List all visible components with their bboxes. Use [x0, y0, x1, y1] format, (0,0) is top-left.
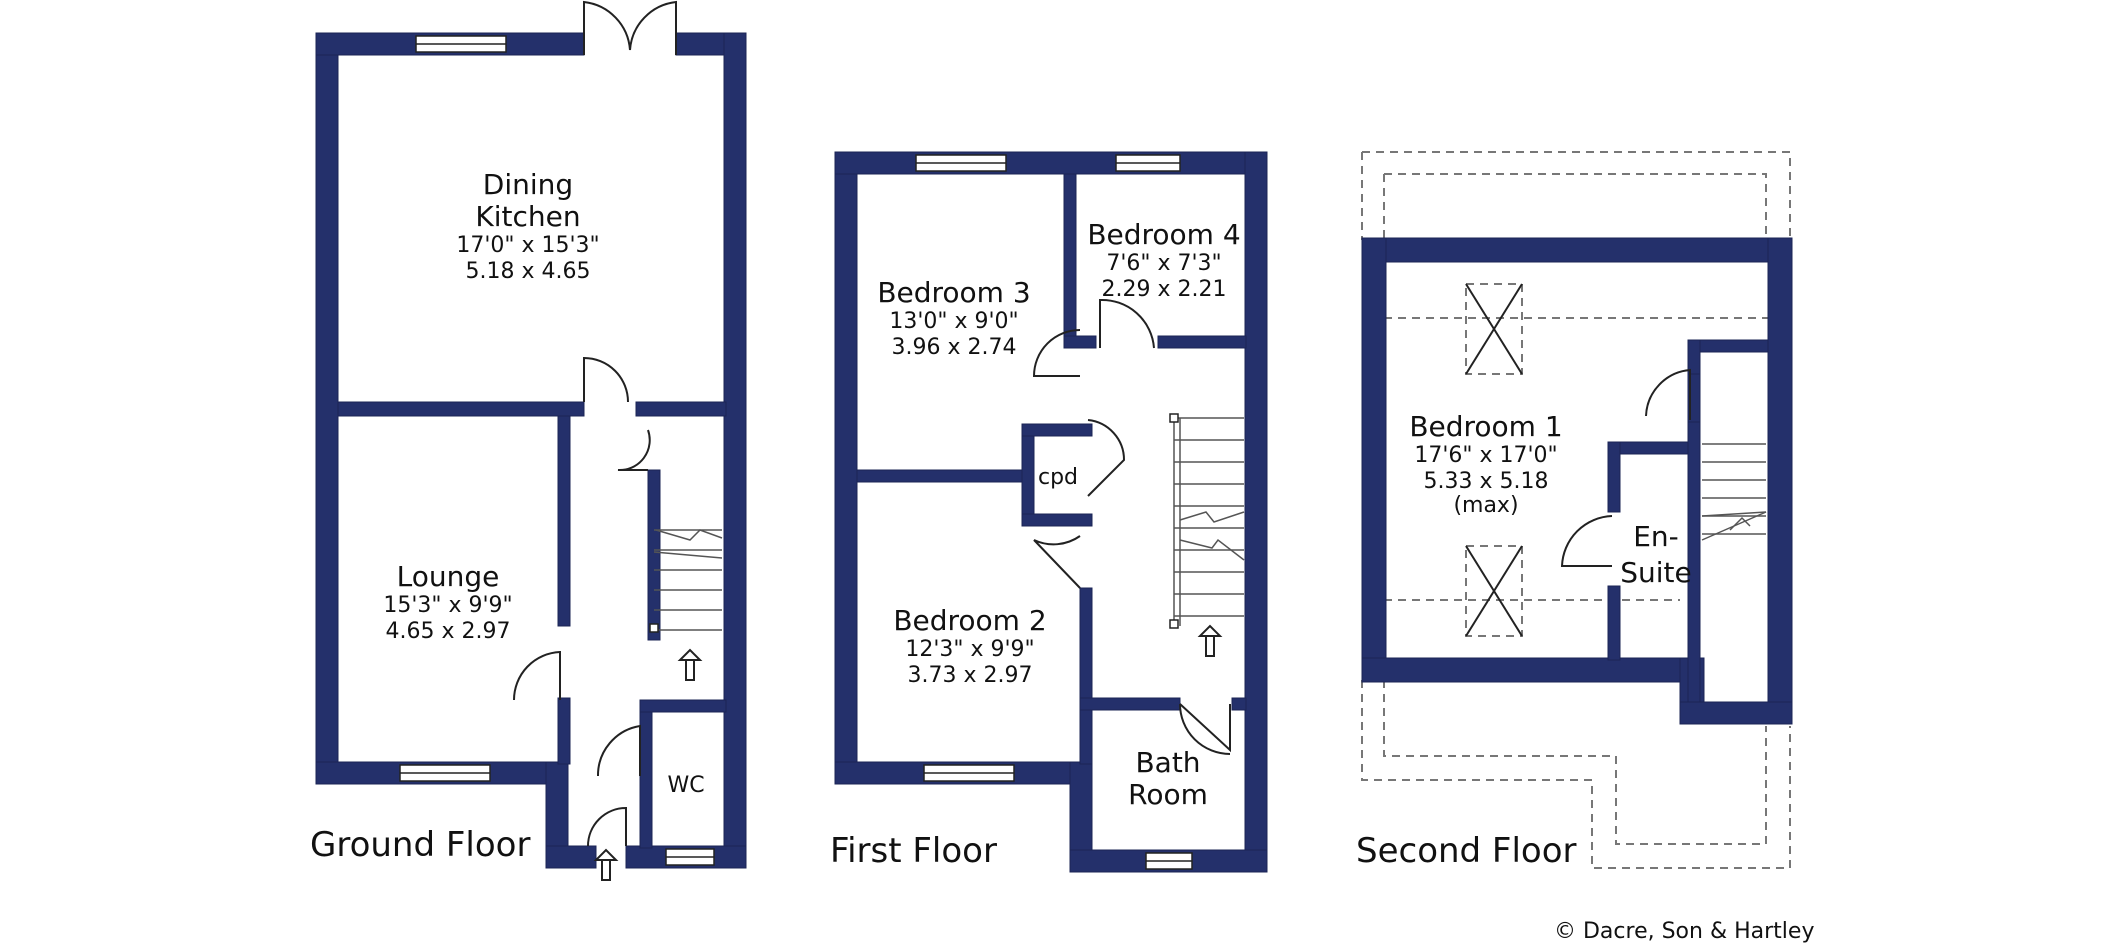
room-name: Bath [1135, 746, 1200, 779]
door [617, 429, 651, 472]
room-name: WC [667, 773, 704, 798]
wall [1021, 423, 1093, 437]
first-floor-plan [834, 151, 1268, 873]
wall [1063, 173, 1077, 337]
wall [1607, 585, 1621, 661]
wall [1361, 237, 1791, 263]
wall [1607, 441, 1621, 513]
room-dimensions-metric: 5.18 x 4.65 [466, 259, 591, 284]
wall [1361, 657, 1681, 683]
wall [1244, 151, 1268, 873]
wall [1687, 339, 1701, 375]
second-floor-plan [1361, 151, 1793, 869]
wall [834, 151, 858, 785]
wall [647, 469, 661, 641]
floor-label: Second Floor [1356, 831, 1577, 871]
floor-label: First Floor [830, 831, 997, 871]
eaves-outline [1361, 151, 1791, 240]
wall [1767, 237, 1793, 725]
eaves-outline [1361, 680, 1791, 869]
room-name: Bedroom 4 [1087, 218, 1240, 251]
staircase [1701, 443, 1767, 541]
floor-label: Ground Floor [310, 825, 530, 865]
room-dimensions-imperial: 13'0" x 9'0" [889, 309, 1018, 334]
skylight [1465, 283, 1523, 375]
door [583, 356, 629, 403]
door [1560, 515, 1613, 567]
door [1087, 419, 1126, 497]
wall [315, 32, 339, 784]
room-name: Bedroom 3 [877, 276, 1030, 309]
room-dimensions-metric: 5.33 x 5.18 [1424, 469, 1549, 494]
front-door [587, 806, 627, 847]
room-dimensions-imperial: 17'6" x 17'0" [1414, 443, 1557, 468]
wall [1361, 237, 1387, 683]
room-name: Bedroom 1 [1409, 410, 1562, 443]
room-dimensions-metric: 3.73 x 2.97 [908, 663, 1033, 688]
room-dimensions-imperial: 12'3" x 9'9" [905, 637, 1034, 662]
wall [1607, 441, 1701, 455]
door [1179, 703, 1231, 753]
room-name: cpd [1038, 465, 1078, 490]
french-door [629, 0, 677, 55]
wall [1157, 335, 1247, 349]
wall [639, 699, 727, 713]
wall [1021, 423, 1035, 527]
door [1099, 298, 1155, 349]
door [1032, 329, 1081, 377]
copyright-notice: © Dacre, Son & Hartley [1554, 919, 1814, 944]
wall [1231, 697, 1247, 711]
skylight [1465, 545, 1523, 637]
wall [1021, 513, 1093, 527]
wall [1687, 421, 1701, 703]
room-name: Bedroom 2 [893, 604, 1046, 637]
door [1033, 535, 1081, 589]
up-arrow-icon [1197, 624, 1223, 657]
door [1645, 368, 1691, 420]
door [596, 724, 641, 777]
wall [1079, 697, 1181, 711]
room-dimensions-metric: 2.29 x 2.21 [1102, 277, 1227, 302]
room-dimensions-imperial: 15'3" x 9'9" [383, 593, 512, 618]
up-arrow-icon [593, 848, 619, 881]
room-dimensions-metric: 3.96 x 2.74 [892, 335, 1017, 360]
wall [723, 32, 747, 869]
ground-floor-plan [315, 0, 747, 881]
room-dimensions-metric: 4.65 x 2.97 [386, 619, 511, 644]
room-note: (max) [1453, 493, 1518, 518]
wall [545, 845, 597, 869]
wall [337, 401, 585, 417]
french-door [583, 0, 631, 55]
wall [1063, 335, 1097, 349]
room-name: Suite [1620, 556, 1692, 589]
wall [639, 711, 653, 849]
door [1179, 703, 1231, 755]
wall [1679, 701, 1793, 725]
room-name: Dining [483, 168, 573, 201]
room-name: Lounge [397, 560, 500, 593]
room-name: En- [1633, 520, 1679, 553]
wall [1079, 587, 1093, 765]
wall [635, 401, 727, 417]
room-name: Room [1128, 778, 1208, 811]
wall [834, 151, 1268, 175]
wall [856, 469, 1026, 483]
room-dimensions-imperial: 7'6" x 7'3" [1106, 251, 1221, 276]
room-name: Kitchen [475, 200, 580, 233]
up-arrow-icon [677, 648, 703, 681]
room-dimensions-imperial: 17'0" x 15'3" [456, 233, 599, 258]
door [512, 650, 561, 701]
wall [557, 697, 571, 765]
wall [557, 415, 571, 627]
staircase [1169, 413, 1245, 629]
staircase [649, 529, 723, 633]
